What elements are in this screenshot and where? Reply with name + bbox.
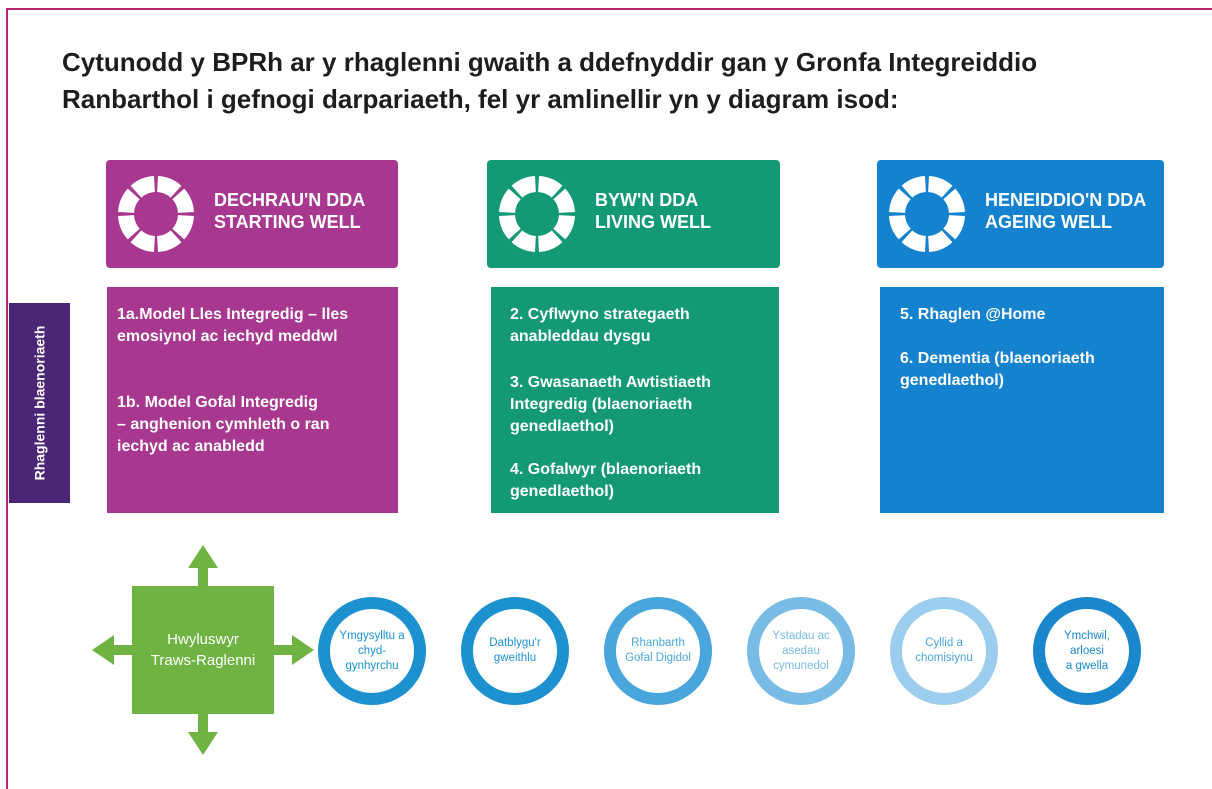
column-body-starting-well: 1a.Model Lles Integredig – lles emosiyno… [107,287,398,513]
programme-item: 1b. Model Gofal Integredig – anghenion c… [117,394,330,455]
programme-item: 2. Cyflwyno strategaeth anableddau dysgu [510,306,690,345]
ring-segment [130,176,155,198]
ring-segment [172,188,194,213]
column-header-starting-well: DECHRAU'N DDA STARTING WELL [106,160,398,268]
programme-item: 3. Gwasanaeth Awtistiaeth Integredig (bl… [510,374,711,435]
column-title: BYW'N DDA LIVING WELL [595,189,711,233]
ring-segment [889,188,911,213]
ring-segment [511,230,536,252]
programme-item: 5. Rhaglen @Home [900,306,1046,323]
ring-segment [538,176,563,198]
column-title-welsh: DECHRAU'N DDA [214,190,366,210]
programme-item: 6. Dementia (blaenoriaeth genedlaethol) [900,350,1095,389]
column-title-english: AGEING WELL [985,212,1112,232]
column-body-ageing-well: 5. Rhaglen @Home 6. Dementia (blaenoriae… [880,287,1164,513]
ring-segment [157,176,182,198]
ring-segment [130,230,155,252]
programme-item: 4. Gofalwyr (blaenoriaeth genedlaethol) [510,461,702,500]
cross-programme-enablers-hub: Hwyluswyr Traws-Raglenni [132,586,274,714]
page-heading: Cytunodd y BPRh ar y rhaglenni gwaith a … [62,44,1182,118]
ring-segment [172,215,194,240]
heading-line-2: Ranbarthol i gefnogi darpariaeth, fel yr… [62,84,899,114]
ring-icon [499,176,575,252]
ring-segment [157,230,182,252]
ring-segment [928,230,953,252]
column-body-living-well: 2. Cyflwyno strategaeth anableddau dysgu… [491,287,779,513]
column-title-english: LIVING WELL [595,212,711,232]
enabler-circle: Datblygu'r gweithlu [461,597,569,705]
column-header-ageing-well: HENEIDDIO'N DDA AGEING WELL [877,160,1164,268]
ring-segment [901,230,926,252]
heading-line-1: Cytunodd y BPRh ar y rhaglenni gwaith a … [62,47,1038,77]
enabler-circle: Cyllid a chomisiynu [890,597,998,705]
enabler-circle: Ymchwil, arloesi a gwella [1033,597,1141,705]
column-title: HENEIDDIO'N DDA AGEING WELL [985,189,1146,233]
ring-segment [499,188,521,213]
ring-segment [511,176,536,198]
side-label-tab: Rhaglenni blaenoriaeth [9,303,70,503]
ring-segment [553,188,575,213]
ring-icon [118,176,194,252]
ring-segment [943,188,965,213]
column-title: DECHRAU'N DDA STARTING WELL [214,189,365,233]
ring-segment [943,215,965,240]
column-header-living-well: BYW'N DDA LIVING WELL [487,160,780,268]
ring-segment [553,215,575,240]
ring-icon [889,176,965,252]
column-title-welsh: HENEIDDIO'N DDA [985,190,1147,210]
column-title-welsh: BYW'N DDA [595,190,699,210]
page-frame [6,8,1212,789]
enabler-circle: Ystadau ac asedau cymunedol [747,597,855,705]
column-title-english: STARTING WELL [214,212,361,232]
enabler-circle: Rhanbarth Gofal Digidol [604,597,712,705]
ring-segment [901,176,926,198]
ring-segment [538,230,563,252]
programme-item: 1a.Model Lles Integredig – lles emosiyno… [117,306,349,345]
ring-segment [499,215,521,240]
ring-segment [118,215,140,240]
enabler-circle: Ymgysylltu a chyd- gynhyrchu [318,597,426,705]
ring-segment [889,215,911,240]
ring-segment [118,188,140,213]
side-label: Rhaglenni blaenoriaeth [31,325,48,481]
ring-segment [928,176,953,198]
